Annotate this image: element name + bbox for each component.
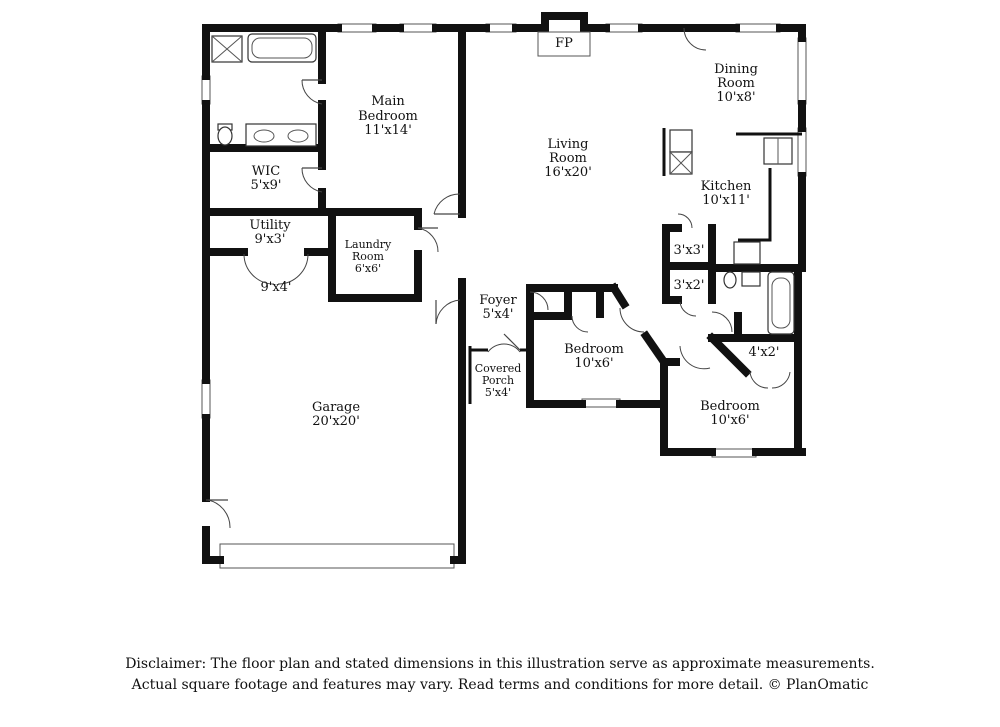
- svg-text:5'x4': 5'x4': [485, 386, 511, 399]
- fixtures: [211, 31, 795, 335]
- hall-sink-icon: [741, 271, 761, 287]
- refrigerator: [669, 129, 693, 153]
- room-closet-3x3: 3'x3': [673, 243, 704, 258]
- svg-text:5'x4': 5'x4': [482, 307, 513, 322]
- svg-text:Porch: Porch: [482, 374, 514, 387]
- svg-text:5'x9': 5'x9': [250, 178, 281, 193]
- room-laundry-room: Laundry Room 6'x6': [345, 238, 392, 275]
- disclaimer-line-2: Actual square footage and features may v…: [131, 677, 869, 693]
- svg-text:WIC: WIC: [252, 164, 280, 179]
- cooktop: [733, 241, 761, 265]
- labels: FP Main Bedroom 11'x14' Living Room 16'x…: [249, 36, 779, 429]
- room-closet-9x4: 9'x4': [260, 280, 291, 295]
- room-wic: WIC 5'x9': [250, 164, 281, 193]
- room-living-room: Living Room 16'x20': [544, 137, 592, 180]
- svg-text:Living: Living: [548, 137, 589, 152]
- disclaimer-line-1: Disclaimer: The floor plan and stated di…: [125, 656, 875, 672]
- hall-bathtub-icon: [767, 271, 795, 335]
- svg-text:Kitchen: Kitchen: [701, 179, 752, 194]
- svg-text:Main: Main: [371, 94, 405, 109]
- svg-text:Bedroom: Bedroom: [700, 399, 760, 414]
- svg-text:11'x14': 11'x14': [364, 123, 412, 138]
- bathtub-icon: [247, 33, 317, 63]
- svg-text:6'x6': 6'x6': [355, 262, 381, 275]
- fireplace-label: FP: [555, 36, 573, 51]
- svg-text:Garage: Garage: [312, 400, 360, 415]
- svg-text:Foyer: Foyer: [479, 293, 517, 308]
- svg-text:Dining: Dining: [714, 62, 758, 77]
- svg-text:4'x2': 4'x2': [748, 345, 779, 360]
- svg-text:Bedroom: Bedroom: [564, 342, 624, 357]
- room-garage: Garage 20'x20': [312, 400, 360, 429]
- room-covered-porch: Covered Porch 5'x4': [475, 362, 522, 399]
- room-closet-4x2: 4'x2': [748, 345, 779, 360]
- svg-text:10'x8': 10'x8': [716, 90, 755, 105]
- svg-text:Covered: Covered: [475, 362, 522, 375]
- room-foyer: Foyer 5'x4': [479, 293, 517, 322]
- walls: [202, 12, 806, 564]
- svg-text:10'x6': 10'x6': [710, 413, 749, 428]
- fireplace-hearth: [537, 31, 591, 57]
- room-closet-3x2: 3'x2': [673, 278, 704, 293]
- svg-text:9'x4': 9'x4': [260, 280, 291, 295]
- svg-text:9'x3': 9'x3': [254, 232, 285, 247]
- svg-text:Bedroom: Bedroom: [358, 109, 418, 124]
- room-bedroom-center: Bedroom 10'x6': [564, 342, 624, 371]
- svg-text:3'x2': 3'x2': [673, 278, 704, 293]
- room-kitchen: Kitchen 10'x11': [701, 179, 752, 208]
- svg-text:10'x6': 10'x6': [574, 356, 613, 371]
- svg-text:16'x20': 16'x20': [544, 165, 592, 180]
- svg-text:20'x20': 20'x20': [312, 414, 360, 429]
- svg-text:Room: Room: [717, 76, 755, 91]
- sink-icon: [287, 129, 309, 143]
- room-utility: Utility 9'x3': [249, 218, 291, 247]
- toilet-icon: [217, 126, 233, 146]
- room-main-bedroom: Main Bedroom 11'x14': [358, 94, 418, 138]
- sink-icon: [253, 129, 275, 143]
- svg-text:Utility: Utility: [249, 218, 291, 233]
- room-dining-room: Dining Room 10'x8': [714, 62, 758, 105]
- svg-text:Laundry: Laundry: [345, 238, 392, 251]
- svg-text:3'x3': 3'x3': [673, 243, 704, 258]
- hall-toilet-icon: [723, 271, 737, 289]
- doors: [206, 27, 791, 529]
- svg-text:10'x11': 10'x11': [702, 193, 750, 208]
- room-bedroom-right: Bedroom 10'x6': [700, 399, 760, 428]
- svg-text:Room: Room: [549, 151, 587, 166]
- svg-text:Room: Room: [352, 250, 385, 263]
- double-vanity: [245, 123, 317, 147]
